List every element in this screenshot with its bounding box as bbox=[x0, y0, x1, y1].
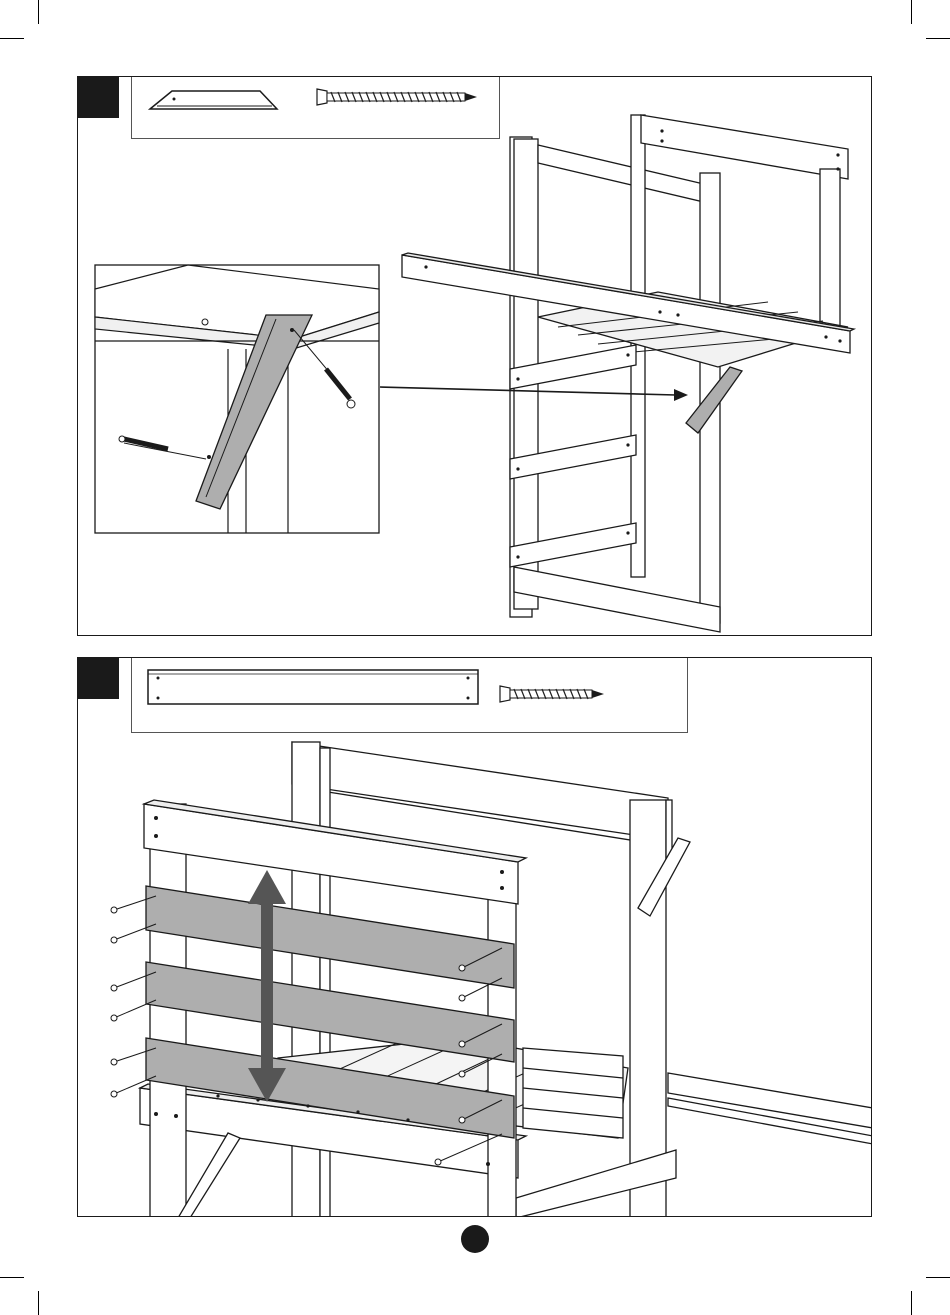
frame-post bbox=[150, 804, 186, 1217]
crop-mark bbox=[0, 1277, 24, 1278]
detail-zoom bbox=[95, 265, 379, 533]
step-1-drawing bbox=[78, 77, 872, 636]
bottom-rail bbox=[514, 567, 720, 632]
step-2-panel bbox=[77, 657, 872, 1217]
top-board bbox=[144, 804, 518, 904]
top-board bbox=[641, 115, 848, 179]
crop-mark bbox=[0, 38, 24, 39]
frame-post bbox=[820, 169, 840, 339]
crop-mark bbox=[38, 1291, 39, 1315]
page-number bbox=[461, 1225, 489, 1253]
step-1-panel bbox=[77, 76, 872, 636]
crop-mark bbox=[911, 0, 912, 24]
top-rail bbox=[538, 145, 708, 203]
crop-mark bbox=[926, 1277, 950, 1278]
top-board bbox=[292, 742, 668, 840]
step-2-drawing bbox=[78, 658, 872, 1217]
crop-mark bbox=[38, 0, 39, 24]
crop-mark bbox=[911, 1291, 912, 1315]
crop-mark bbox=[926, 38, 950, 39]
